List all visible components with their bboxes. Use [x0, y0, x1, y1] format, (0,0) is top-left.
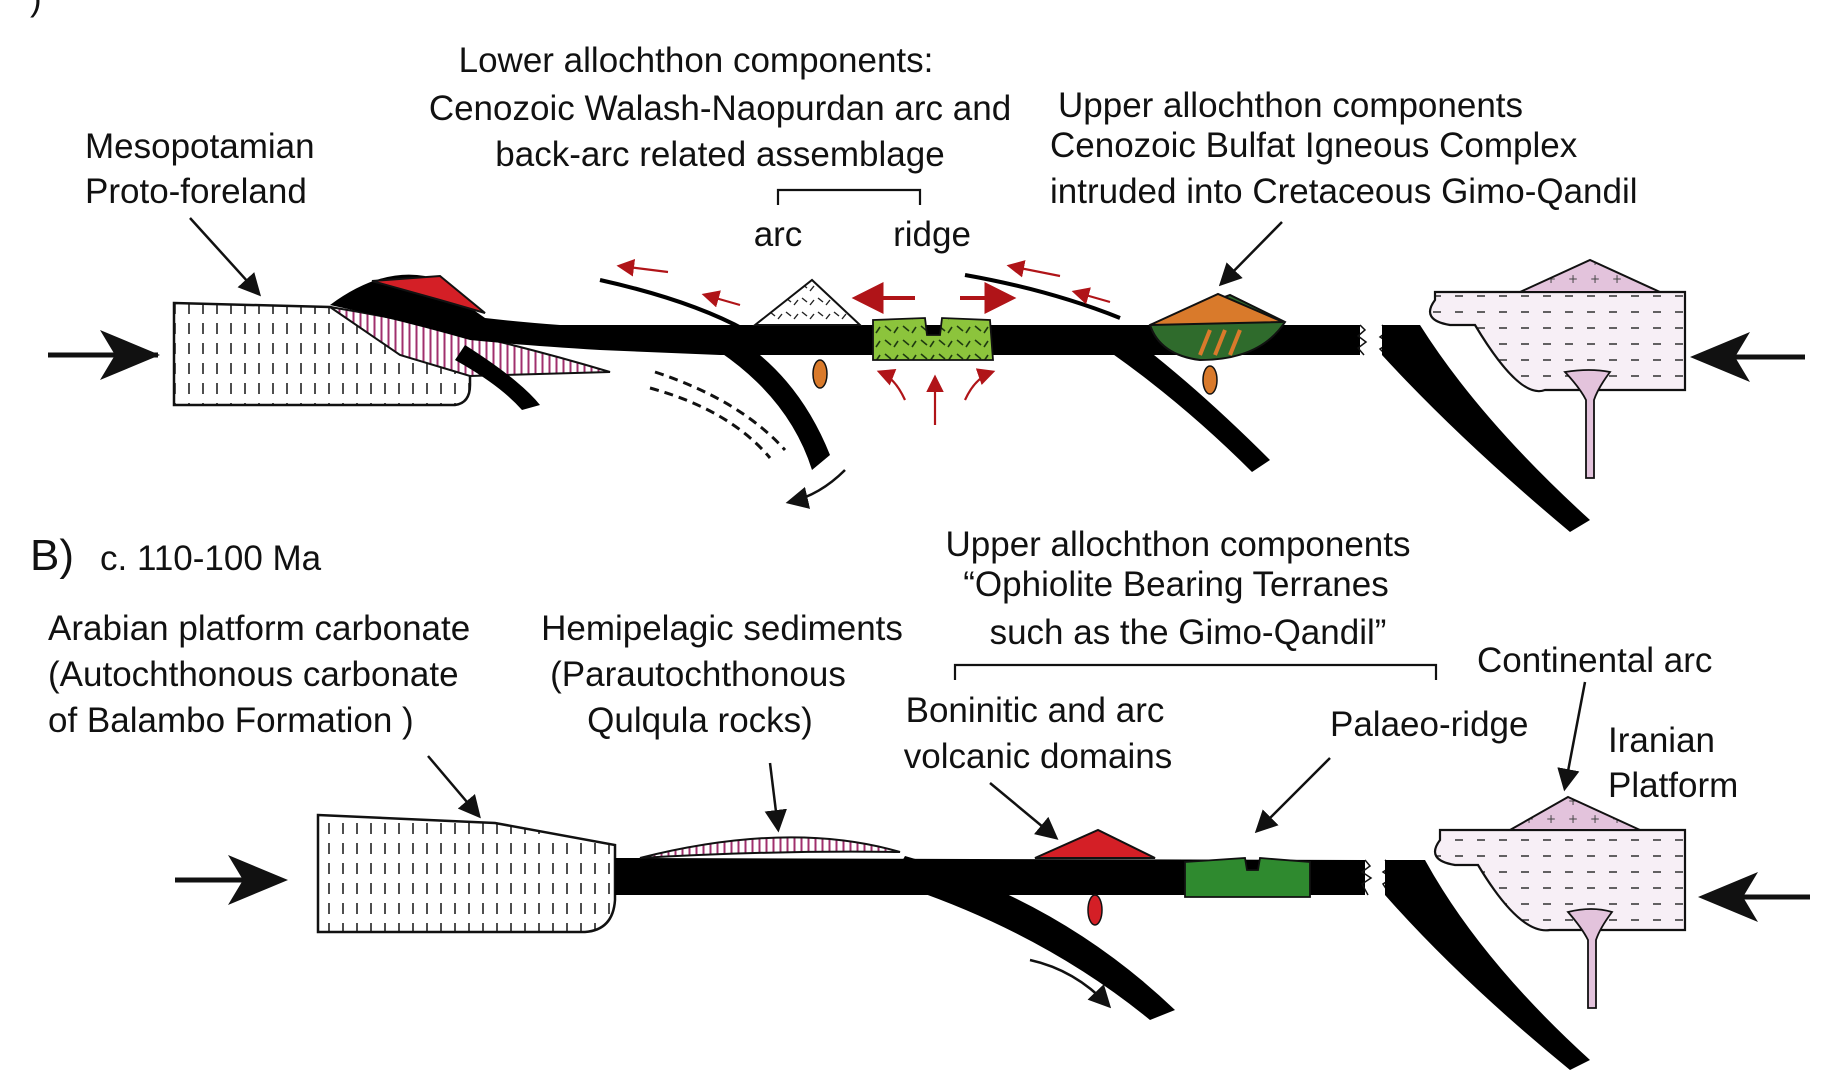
upper-allochthon-b-line2: “Ophiolite Bearing Terranes: [963, 565, 1388, 604]
upper-allochthon-b-line3: such as the Gimo-Qandil”: [990, 613, 1387, 652]
slab-right-b: [1385, 860, 1590, 1070]
palaeo-ridge-label: Palaeo-ridge: [1330, 705, 1528, 744]
lower-allochthon-line3: back-arc related assemblage: [495, 135, 944, 174]
pointer-hemipelagic: [764, 762, 787, 833]
panel-b-letter: B): [30, 531, 74, 580]
arrowhead-right-a: [1690, 332, 1750, 382]
oceanic-slab-a: [330, 274, 1360, 355]
pointer-boninitic: [989, 782, 1059, 840]
palaeo-ridge-block: [1184, 857, 1311, 898]
continental-arc-a: [1519, 258, 1661, 293]
pointer-continental-arc: [1557, 681, 1587, 792]
bulfat-dykes: [1198, 329, 1242, 356]
hemipelagic-wedge-b: [639, 836, 901, 859]
pointer-carbonate: [427, 755, 481, 819]
subducting-slab-a2: [1110, 340, 1270, 472]
ridge-block-a: [872, 317, 994, 361]
iranian-line2: Platform: [1608, 766, 1738, 805]
upper-allochthon-a-line1: Upper allochthon components: [1058, 86, 1523, 125]
arc-magma-a: [812, 359, 828, 389]
foreland-line1: Mesopotamian: [85, 127, 315, 166]
label-ridge: ridge: [893, 215, 971, 254]
lower-allochthon-line2: Cenozoic Walash-Naopurdan arc and: [429, 89, 1011, 128]
panel-b: B) c. 110-100 Ma: [30, 525, 1810, 1070]
label-arc: arc: [754, 215, 803, 254]
panel-a-heading-fragment: ): [30, 0, 42, 18]
upper-allochthon-a-line3: intruded into Cretaceous Gimo-Qandil: [1050, 172, 1638, 211]
upwelling-arrow-left: [876, 369, 907, 401]
panel-a: ): [30, 0, 1805, 532]
panel-b-age: c. 110-100 Ma: [100, 539, 322, 578]
arc-triangle-a: [752, 278, 863, 326]
pointer-palaeo-ridge: [1254, 757, 1331, 834]
slab-tail-a: [455, 345, 540, 410]
pointer-foreland-a: [189, 217, 262, 297]
bulfat-magma-a: [1202, 365, 1218, 395]
slab-right-a: [1382, 325, 1590, 532]
arrowhead-right-b: [1698, 872, 1758, 922]
arc-magma-b: [1087, 894, 1103, 926]
boninitic-arc-b: [1034, 828, 1156, 859]
continental-arc-b: [1506, 795, 1641, 831]
granite-diapir-a: [1563, 369, 1612, 479]
subducting-slab-b1: [890, 856, 1175, 1020]
iranian-platform-block: [1433, 828, 1687, 932]
hemipelagic-line2: (Parautochthonous: [550, 655, 846, 694]
thrust-curve-a2: [964, 273, 1121, 320]
carbonate-line3: of Balambo Formation ): [48, 701, 414, 740]
iranian-line1: Iranian: [1608, 721, 1715, 760]
oceanic-plate-b: [615, 858, 1365, 895]
boninitic-line1: Boninitic and arc: [906, 691, 1165, 730]
break-mark-a-left: [1356, 324, 1368, 356]
hemipelagic-line3: Qulqula rocks): [587, 701, 813, 740]
upper-allochthon-a-line2: Cenozoic Bulfat Igneous Complex: [1050, 126, 1578, 165]
lower-allochthon-line1: Lower allochthon components:: [459, 41, 934, 80]
slab-dashed-1: [654, 370, 787, 452]
pointer-bulfat-a: [1218, 221, 1283, 287]
upwelling-arrow-right: [963, 368, 996, 401]
shear-arrow-a1: [616, 259, 669, 277]
foreland-line2: Proto-foreland: [85, 172, 307, 211]
platform-carbonate-block: [316, 813, 617, 934]
boninitic-line2: volcanic domains: [904, 737, 1172, 776]
carbonate-line1: Arabian platform carbonate: [48, 609, 470, 648]
volcanic-cap-a: [371, 274, 486, 314]
bracket-upper-allochthon-b: [953, 663, 1438, 680]
shear-arrow-a3: [1006, 260, 1061, 278]
subducting-slab-a1: [720, 340, 830, 470]
bracket-lower-allochthon: [776, 188, 922, 205]
break-mark-b-left: [1360, 859, 1373, 896]
rollback-arrow-a: [785, 469, 846, 509]
rollback-arrow-b: [1029, 958, 1112, 1009]
upper-allochthon-b-line1: Upper allochthon components: [945, 525, 1410, 564]
arrowhead-left-a: [100, 330, 160, 380]
continental-arc-label: Continental arc: [1477, 641, 1712, 680]
thrust-curve-a1: [599, 278, 746, 332]
granite-diapir-b: [1566, 908, 1614, 1009]
bulfat-orange-cap: [1149, 292, 1284, 326]
hemipelagic-line1: Hemipelagic sediments: [541, 609, 903, 648]
shear-arrow-a4: [1071, 287, 1111, 305]
slab-dashed-2: [649, 386, 772, 459]
carbonate-line2: (Autochthonous carbonate: [48, 655, 459, 694]
platform-block-a: [1428, 290, 1687, 393]
arrowhead-left-b: [228, 855, 288, 905]
shear-arrow-a2: [701, 290, 741, 308]
